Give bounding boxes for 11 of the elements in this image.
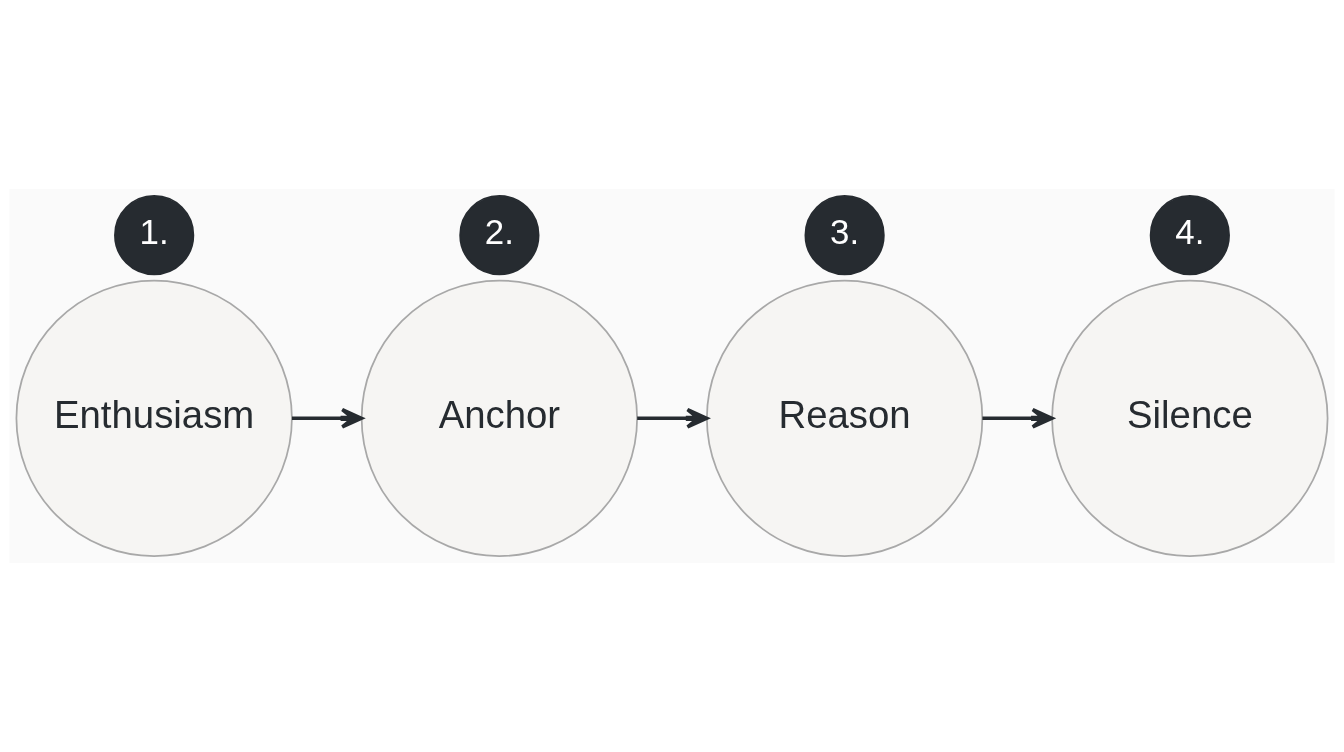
node-circle: Anchor (360, 279, 638, 557)
node-circle: 1. (114, 195, 195, 276)
node-circle: 2. (459, 195, 540, 276)
arrow (982, 407, 1054, 429)
node-circle: 4. (1149, 195, 1230, 276)
node-circle: Silence (1051, 279, 1329, 557)
arrow (291, 407, 364, 429)
node-circle: Enthusiasm (15, 279, 293, 557)
node-circle: 3. (804, 195, 885, 276)
arrow (637, 407, 709, 429)
node-circle: Reason (706, 279, 984, 557)
